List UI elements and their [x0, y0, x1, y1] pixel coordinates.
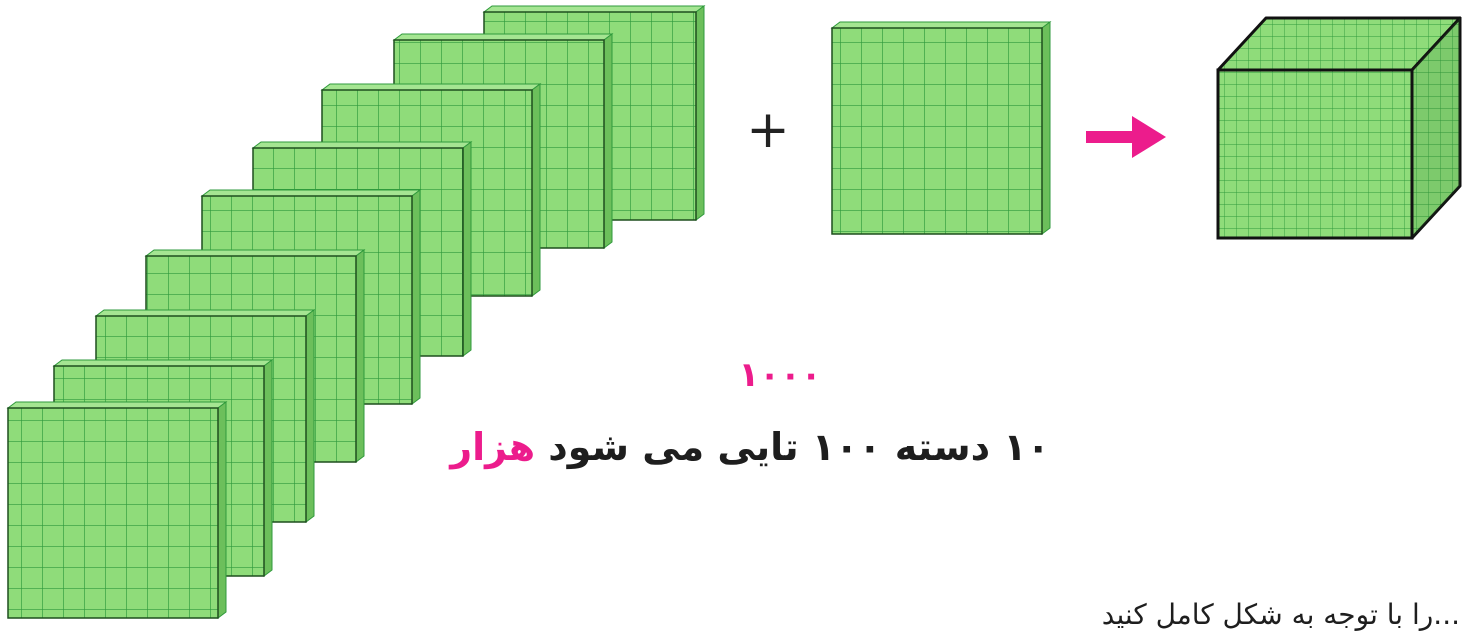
- hundred-flats-stack: [8, 6, 704, 618]
- caption-highlight: هزار: [450, 425, 535, 469]
- thousand-cube-icon: [1218, 18, 1460, 238]
- bottom-instruction-text: ...را با توجه به شکل کامل کنید: [820, 598, 1460, 631]
- number-1000-label: ۱۰۰۰: [600, 355, 960, 395]
- caption-prefix: ۱۰ دسته ۱۰۰ تایی می شود: [535, 425, 1050, 469]
- plus-icon: +: [738, 100, 798, 160]
- caption-text: ۱۰ دسته ۱۰۰ تایی می شود هزار: [420, 425, 1080, 469]
- hundred-flat-icon: [832, 22, 1050, 234]
- arrow-right-icon: [1086, 116, 1166, 158]
- hundred-flat-icon: [8, 402, 226, 618]
